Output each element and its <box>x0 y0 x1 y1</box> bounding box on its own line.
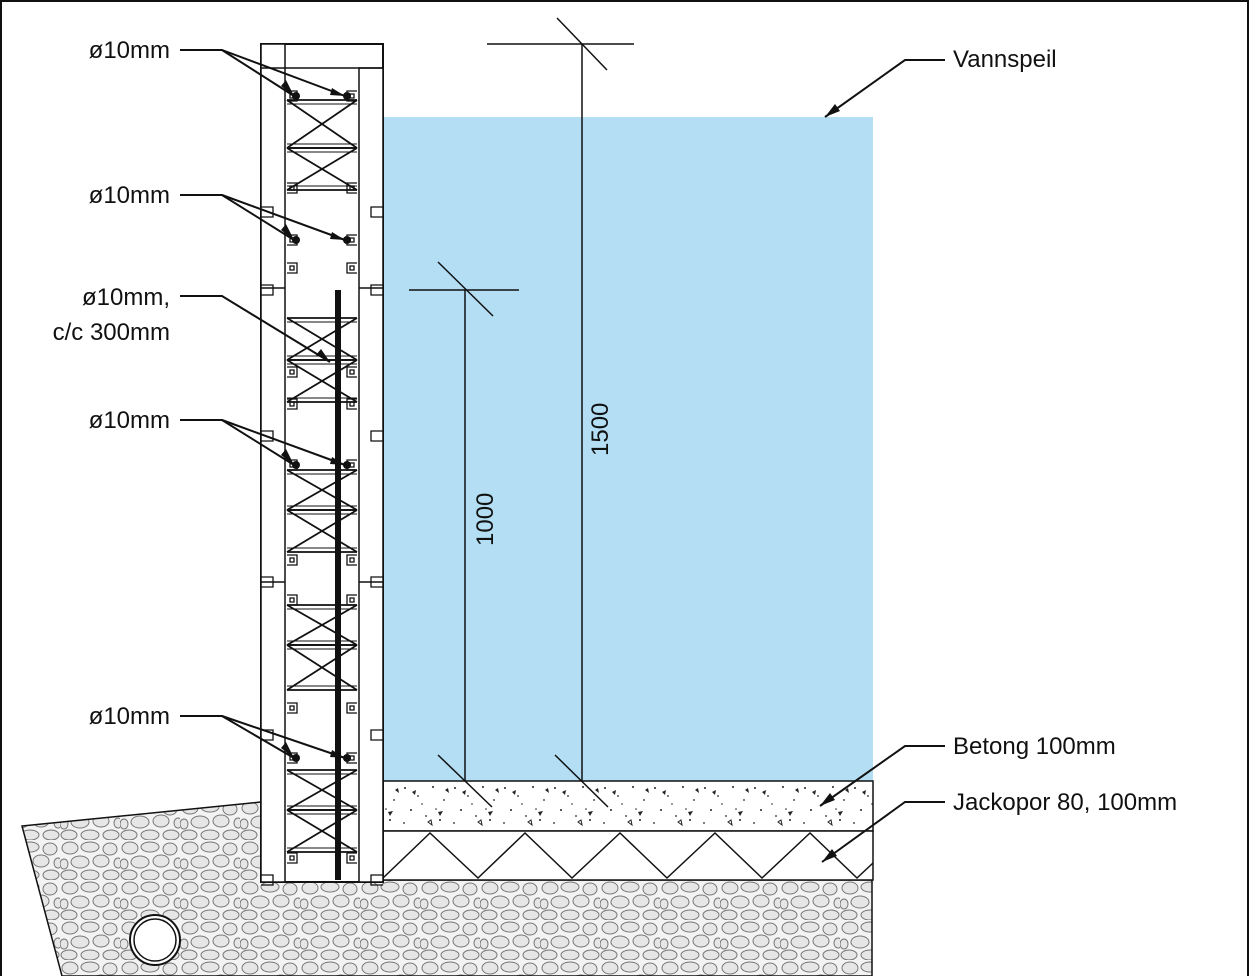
rebar-label-5: ø10mm <box>89 703 170 730</box>
rebar-label-4: ø10mm <box>89 407 170 434</box>
icf-clip <box>346 366 357 378</box>
icf-clip <box>346 182 357 194</box>
icf-outer-clip <box>261 430 274 442</box>
icf-clip <box>287 852 298 864</box>
icf-outer-clip <box>261 284 274 296</box>
icf-clip <box>346 262 357 274</box>
icf-outer-clip <box>370 206 383 218</box>
web-tie-cell <box>286 509 358 553</box>
icf-clip <box>287 554 298 566</box>
icf-outer-clip <box>370 430 383 442</box>
icf-web-ties <box>286 99 358 853</box>
dimension-1500 <box>487 17 634 808</box>
icf-outer-clip <box>370 284 383 296</box>
rebar-label-3-line2: c/c 300mm <box>53 319 170 346</box>
icf-clip <box>346 852 357 864</box>
rebar-label-3-line1: ø10mm, <box>82 284 170 311</box>
icf-outer-clip <box>261 576 274 588</box>
insulation-label: Jackopor 80, 100mm <box>953 789 1177 816</box>
dimension-1500-text: 1500 <box>587 403 614 456</box>
icf-clip <box>346 554 357 566</box>
web-tie-cell <box>286 809 358 853</box>
icf-clip <box>346 702 357 714</box>
icf-outer-clip <box>261 206 274 218</box>
insulation-zigzag <box>382 831 874 880</box>
icf-clip <box>287 262 298 274</box>
rebar-label-2: ø10mm <box>89 182 170 209</box>
icf-clip <box>346 398 357 410</box>
icf-outer-clip <box>370 729 383 741</box>
icf-clip <box>287 594 298 606</box>
dimension-1000 <box>409 261 519 808</box>
concrete-label: Betong 100mm <box>953 733 1116 760</box>
insulation-layer <box>382 830 874 881</box>
icf-clip <box>287 702 298 714</box>
water-body <box>383 117 873 781</box>
icf-outer-clip <box>370 874 383 886</box>
dimension-1000-text: 1000 <box>472 493 499 546</box>
icf-outer-clip <box>261 729 274 741</box>
horizontal-rebar-dots <box>292 92 351 762</box>
leaders <box>180 49 945 863</box>
icf-clips <box>261 90 383 886</box>
web-tie-cell <box>286 147 358 191</box>
icf-clip <box>287 398 298 410</box>
icf-clip <box>346 594 357 606</box>
rebar-label-1: ø10mm <box>89 37 170 64</box>
concrete-slab <box>382 780 874 832</box>
drain-pipe-inner <box>133 918 177 962</box>
icf-clip <box>287 366 298 378</box>
drain-pipe <box>129 914 181 966</box>
web-tie-cell <box>286 644 358 691</box>
leader-arrowheads <box>281 80 840 862</box>
icf-clip <box>287 182 298 194</box>
icf-outer-clip <box>261 874 274 886</box>
web-tie-cell <box>286 359 358 403</box>
icf-outer-clip <box>370 576 383 588</box>
water-level-label: Vannspeil <box>953 46 1057 73</box>
